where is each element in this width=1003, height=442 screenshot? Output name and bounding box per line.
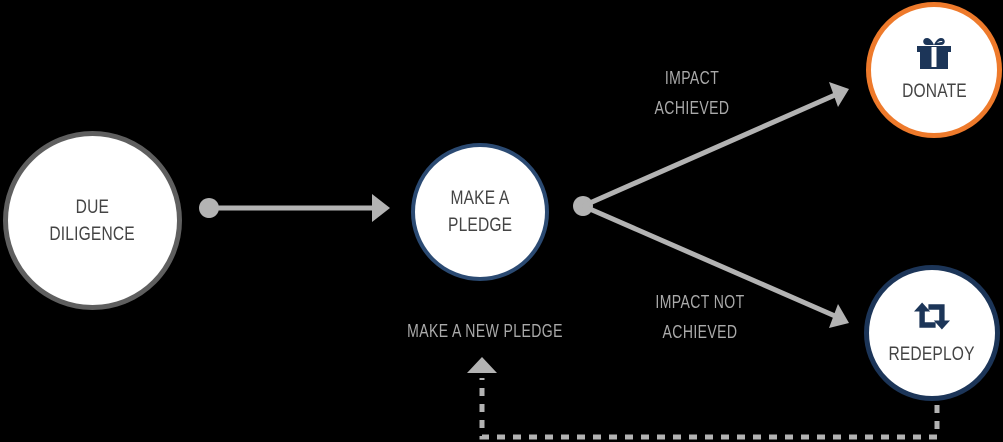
node-redeploy: REDEPLOY xyxy=(864,265,1000,401)
impact-not-achieved-label: IMPACT NOT ACHIEVED xyxy=(645,287,754,347)
donate-label: DONATE xyxy=(901,80,967,102)
impact-not-achieved-line2: ACHIEVED xyxy=(662,322,738,342)
arrow-due-to-pledge xyxy=(199,194,390,222)
arrow-head-donate xyxy=(829,82,849,107)
retweet-icon xyxy=(914,302,950,329)
impact-achieved-line2: ACHIEVED xyxy=(654,98,730,118)
due-diligence-label-line2: DILIGENCE xyxy=(49,223,136,245)
impact-not-achieved-line1: IMPACT NOT xyxy=(655,292,745,312)
node-make-pledge: MAKE A PLEDGE xyxy=(411,143,549,281)
make-new-pledge-label: MAKE A NEW PLEDGE xyxy=(407,321,563,341)
impact-achieved-line1: IMPACT xyxy=(664,68,720,88)
branch-connector xyxy=(573,82,849,328)
arrow-head-redeploy xyxy=(829,304,849,328)
redeploy-label: REDEPLOY xyxy=(888,343,976,365)
node-donate: DONATE xyxy=(866,2,1002,138)
impact-achieved-label: IMPACT ACHIEVED xyxy=(645,63,739,123)
dashed-loop-arrow xyxy=(467,357,940,440)
make-pledge-label-line1: MAKE A xyxy=(450,188,510,209)
due-diligence-label-line1: DUE xyxy=(75,196,110,218)
make-pledge-label-line2: PLEDGE xyxy=(447,215,513,236)
node-due-diligence: DUE DILIGENCE xyxy=(3,131,182,310)
gift-icon xyxy=(917,37,951,69)
